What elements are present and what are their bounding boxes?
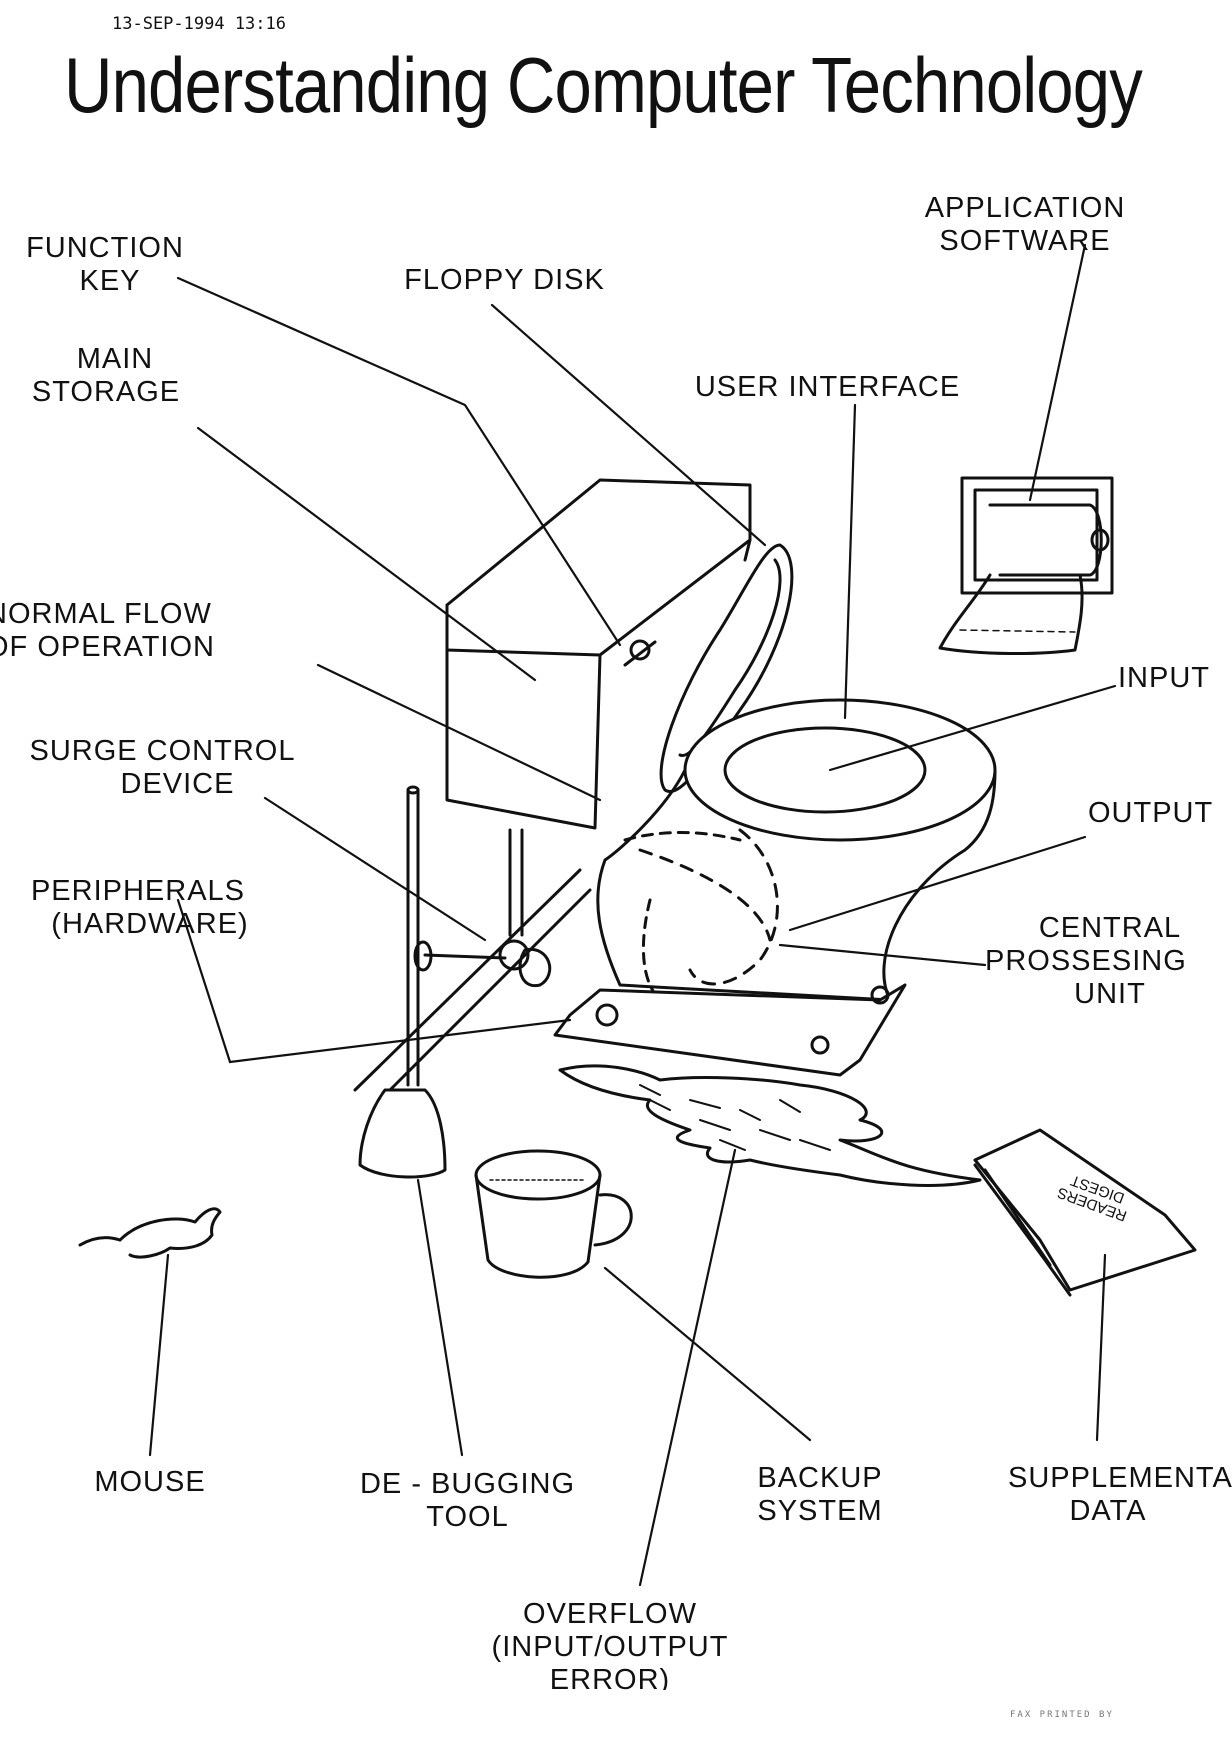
label-normal-flow: NORMAL FLOW OF OPERATION [0,598,215,663]
label-function-key: FUNCTION KEY [26,232,184,297]
label-peripherals: PERIPHERALS (HARDWARE) [30,875,249,940]
leader-output [788,835,1087,932]
leader-main-storage [196,426,537,682]
plunger [358,785,447,1179]
leader-floppy-disk [490,303,767,547]
page-title: Understanding Computer Technology [64,41,1143,129]
leader-supplemental [1095,1253,1107,1442]
leader-cpu [778,943,987,967]
leader-surge-control [263,796,487,942]
label-output: OUTPUT [1088,797,1214,829]
label-surge-control: SURGE CONTROL DEVICE [29,735,296,800]
leader-debugging [416,1178,464,1457]
leader-input [828,684,1117,772]
label-mouse: MOUSE [94,1466,206,1498]
leader-overflow [638,1148,737,1587]
toilet-paper-holder [938,476,1114,656]
leader-peripherals [176,898,572,1064]
label-backup-system: BACKUP SYSTEM [757,1462,883,1527]
water-pipe [353,828,592,1092]
leader-user-interface [843,403,857,720]
label-application-software: APPLICATION SOFTWARE [924,192,1126,257]
toilet-tank [445,478,752,830]
label-floppy-disk: FLOPPY DISK [404,264,605,296]
magazine [973,1128,1197,1297]
label-supplemental-data: SUPPLEMENTAL DATA [1008,1462,1232,1527]
label-main-storage: MAIN STORAGE [31,343,181,408]
label-cpu: CENTRAL PROSSESING UNIT [985,912,1187,1010]
backup-bucket [474,1149,633,1279]
fax-footer: FAX PRINTED BY [1010,1710,1114,1720]
leader-backup [603,1266,812,1442]
label-debugging-tool: DE - BUGGING TOOL [359,1468,575,1533]
label-overflow: OVERFLOW (INPUT/OUTPUT ERROR) [491,1598,729,1690]
water-puddle [558,1064,982,1187]
mouse-animal [78,1207,222,1259]
label-input: INPUT [1118,662,1210,694]
toilet-base [553,983,907,1077]
leader-function-key [176,276,622,647]
leader-mouse [148,1253,170,1457]
fax-timestamp: 13-SEP-1994 13:16 [112,14,286,34]
leader-application-software [1028,243,1087,502]
label-user-interface: USER INTERFACE [694,371,961,403]
toilet-bowl [596,698,997,1002]
leader-normal-flow [316,663,602,802]
